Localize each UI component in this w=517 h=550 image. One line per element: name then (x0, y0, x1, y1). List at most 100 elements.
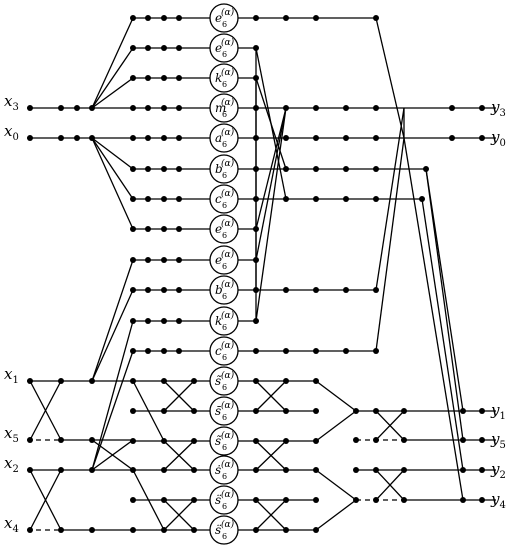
junction-dot (253, 348, 259, 354)
node-superscript: (α) (221, 310, 235, 321)
junction-dot (74, 135, 80, 141)
junction-dot (161, 166, 167, 172)
junction-dot (343, 105, 349, 111)
junction-dot (283, 348, 289, 354)
input-label: x2 (4, 454, 19, 475)
junction-dot (191, 438, 197, 444)
junction-dot (373, 437, 379, 443)
node-letter: e (215, 11, 222, 25)
junction-dot (89, 135, 95, 141)
junction-dot (89, 527, 95, 533)
node-circle (209, 245, 239, 275)
junction-dot (353, 408, 359, 414)
node-superscript: (α) (221, 249, 235, 260)
node-superscript: (α) (221, 400, 235, 411)
junction-dot (191, 467, 197, 473)
junction-dot (283, 438, 289, 444)
node-letter: b (215, 283, 223, 297)
wire (132, 469, 165, 531)
wire (315, 469, 357, 501)
junction-dot (145, 318, 151, 324)
junction-dot (161, 287, 167, 293)
node-subscript: 6 (222, 383, 227, 392)
node-subscript: 6 (222, 443, 227, 452)
junction-dot (460, 467, 466, 473)
junction-dot (253, 438, 259, 444)
junction-dot (130, 467, 136, 473)
junction-dot (253, 166, 259, 172)
junction-dot (401, 408, 407, 414)
node-superscript: (α) (221, 158, 235, 169)
node-superscript: (α) (221, 489, 235, 500)
node-superscript: (α) (221, 127, 235, 138)
node-superscript: (α) (221, 430, 235, 441)
junction-dot (253, 378, 259, 384)
junction-dot (283, 105, 289, 111)
junction-dot (283, 378, 289, 384)
wire (255, 107, 287, 322)
node-letter: ṡ (215, 463, 221, 477)
node-superscript: (α) (221, 218, 235, 229)
node-letter: e (215, 253, 222, 267)
junction-dot (27, 135, 33, 141)
wires (27, 17, 496, 531)
junction-dot (479, 105, 485, 111)
wire (91, 77, 134, 109)
wire (163, 440, 195, 471)
node-circle (209, 455, 239, 485)
junction-dot (176, 15, 182, 21)
node-superscript: (α) (221, 370, 235, 381)
node-subscript: 6 (222, 20, 227, 29)
junction-dot (27, 105, 33, 111)
junction-dot (145, 196, 151, 202)
junction-dot (401, 467, 407, 473)
wire (91, 320, 134, 471)
junction-dots (27, 15, 485, 533)
node-letter: s̃ (215, 374, 222, 388)
node-circle (209, 184, 239, 214)
node-superscript: (α) (221, 519, 235, 530)
junction-dot (479, 408, 485, 414)
output-label: y1 (490, 401, 506, 422)
junction-dot (460, 408, 466, 414)
junction-dot (145, 15, 151, 21)
junction-dot (145, 166, 151, 172)
junction-dot (253, 15, 259, 21)
wire (375, 17, 405, 139)
wire (315, 499, 357, 531)
junction-dot (176, 287, 182, 293)
node-circle (209, 3, 239, 33)
node-superscript: (α) (221, 459, 235, 470)
junction-dot (161, 257, 167, 263)
node-subscript: 6 (222, 50, 227, 59)
junction-dot (58, 135, 64, 141)
node-circle (209, 366, 239, 396)
junction-dot (161, 378, 167, 384)
wire (29, 469, 62, 531)
junction-dot (401, 437, 407, 443)
node-superscript: (α) (221, 7, 235, 18)
junction-dot (353, 437, 359, 443)
junction-dot (89, 437, 95, 443)
junction-dot (343, 196, 349, 202)
junction-dot (343, 135, 349, 141)
node-subscript: 6 (222, 472, 227, 481)
junction-dot (313, 196, 319, 202)
junction-dot (161, 15, 167, 21)
junction-dot (145, 105, 151, 111)
node-circle (209, 93, 239, 123)
junction-dot (313, 497, 319, 503)
junction-dot (176, 166, 182, 172)
junction-dot (313, 467, 319, 473)
input-label: x0 (4, 122, 19, 143)
junction-dot (253, 318, 259, 324)
junction-dot (253, 226, 259, 232)
multiplier-node: s̃6 (α) (209, 366, 239, 396)
junction-dot (283, 166, 289, 172)
